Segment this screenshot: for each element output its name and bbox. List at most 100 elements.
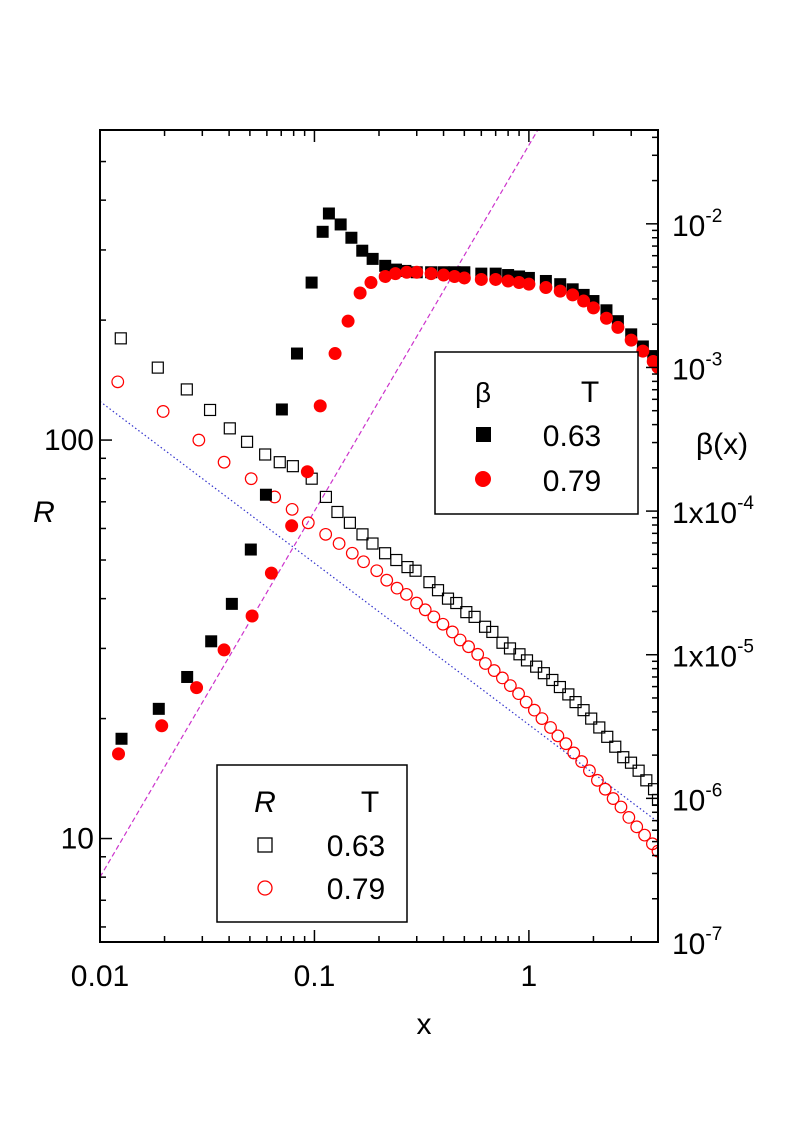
series-2-point-13	[345, 231, 358, 244]
r-legend-marker-0	[257, 837, 273, 853]
y-right-tick-label: 1x10-5	[672, 637, 754, 674]
series-1-point-13	[380, 573, 394, 587]
series-1-point-10	[345, 546, 359, 560]
series-2-point-7	[275, 403, 288, 416]
series-0-point-6	[259, 448, 272, 461]
series-1-point-7	[301, 516, 315, 530]
series-1-point-40	[606, 792, 620, 805]
series-0-point-26	[486, 625, 499, 639]
series-3-point-27	[553, 284, 567, 298]
r-legend-label-0: 0.63	[327, 830, 385, 863]
series-3-point-12	[364, 276, 378, 290]
series-2-point-15	[366, 252, 379, 265]
series-1-point-31	[535, 712, 549, 725]
beta-legend-label-0: 0.63	[543, 420, 601, 453]
series-3-point-24	[512, 276, 526, 290]
series-0-point-7	[273, 456, 286, 469]
series-0-point-22	[450, 596, 463, 610]
series-1-point-19	[436, 617, 450, 631]
series-1-point-33	[551, 729, 565, 743]
series-3-point-19	[448, 269, 462, 283]
series-3-point-32	[611, 320, 625, 334]
series-3-point-5	[264, 566, 278, 580]
series-3-point-31	[599, 311, 613, 325]
series-3-point-0	[112, 747, 126, 761]
series-0-point-34	[553, 680, 567, 694]
series-0-point-0	[114, 332, 127, 345]
series-2-point-5	[244, 543, 257, 556]
r-legend-marker-1	[257, 880, 273, 896]
series-0-point-32	[537, 667, 550, 680]
series-1-point-8	[319, 527, 333, 541]
x-tick-label: 0.1	[294, 960, 336, 993]
series-1-point-25	[487, 664, 501, 677]
plot-area	[100, 130, 658, 878]
series-1-point-44	[638, 828, 651, 842]
series-0-point-3	[203, 403, 217, 417]
series-3-point-18	[437, 268, 451, 282]
series-3-point-4	[245, 609, 259, 623]
series-0-point-21	[441, 592, 455, 605]
series-1-point-12	[370, 564, 384, 578]
series-3-point-22	[489, 272, 503, 286]
series-1-point-11	[357, 555, 370, 569]
series-1-point-16	[410, 596, 423, 610]
r-legend-symbol: R	[254, 786, 276, 819]
y-right-tick-label: 10-3	[672, 349, 722, 386]
series-0-point-41	[609, 740, 622, 753]
series-3-point-28	[566, 288, 580, 302]
series-3-point-10	[341, 314, 355, 328]
series-1-point-37	[583, 764, 596, 778]
series-0-point-31	[530, 660, 543, 673]
series-3-point-30	[586, 301, 600, 315]
series-0-point-23	[460, 606, 473, 619]
r-legend-header: T	[361, 786, 379, 819]
beta-legend: β T 0.63 0.79	[434, 351, 639, 515]
series-0-point-8	[286, 460, 299, 473]
series-1-point-34	[559, 737, 573, 751]
series-1-point-17	[418, 603, 432, 617]
beta-legend-marker-1	[475, 471, 491, 487]
series-0-point-37	[577, 704, 590, 717]
series-2-point-9	[305, 276, 318, 289]
series-0-point-47	[651, 793, 658, 807]
series-3-point-29	[577, 294, 591, 308]
series-0-point-19	[423, 576, 436, 589]
beta-legend-label-1: 0.79	[543, 465, 601, 498]
series-0-point-15	[378, 547, 392, 560]
series-0-point-40	[601, 730, 614, 743]
series-0-point-12	[343, 516, 356, 529]
reference-line-dashed	[100, 130, 539, 878]
y-left-tick-label: 100	[44, 424, 94, 457]
series-1-point-36	[575, 755, 589, 768]
series-1-point-41	[614, 800, 628, 814]
series-1-point-26	[496, 671, 509, 685]
series-2-point-8	[290, 347, 303, 360]
series-1-point-28	[512, 687, 525, 701]
series-3-point-7	[300, 465, 314, 479]
series-1-point-45	[646, 837, 658, 851]
beta-legend-symbol: β	[475, 377, 491, 408]
series-1-point-43	[630, 820, 644, 834]
series-3-point-8	[313, 399, 327, 413]
series-3-point-21	[474, 272, 488, 286]
y-right-tick-label: 10-2	[672, 206, 722, 243]
series-1-point-0	[111, 375, 125, 389]
x-axis-label: x	[417, 1008, 432, 1041]
series-0-point-4	[223, 422, 236, 435]
series-1-point-3	[217, 455, 231, 469]
series-0-point-16	[390, 553, 403, 567]
series-1-point-9	[332, 537, 346, 550]
series-2-point-6	[259, 488, 272, 501]
x-tick-label: 1	[521, 960, 538, 993]
series-1-point-30	[527, 703, 541, 717]
series-0-point-24	[468, 610, 481, 623]
data-layer	[100, 130, 658, 878]
series-2-point-16	[379, 259, 392, 272]
series-1-point-2	[192, 433, 206, 447]
series-3-point-14	[388, 267, 402, 281]
series-3-point-6	[285, 519, 299, 533]
series-2-point-4	[225, 597, 238, 610]
